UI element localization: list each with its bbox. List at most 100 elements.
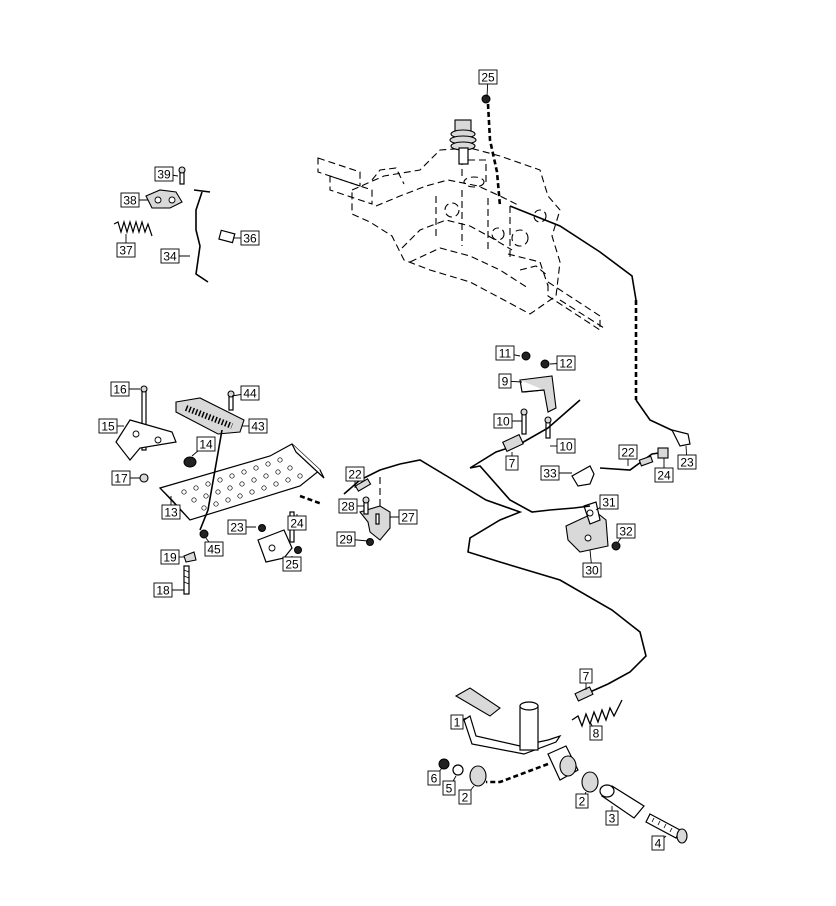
callout-box [505, 455, 519, 471]
callout-box [556, 355, 576, 371]
callout-5: 5 [442, 775, 457, 796]
nut-25-top [481, 94, 491, 104]
callout-13: 13 [161, 496, 181, 520]
cable-bracket-assembly-30 [565, 447, 669, 553]
parts-34-39 [113, 166, 236, 283]
callout-38: 38 [120, 192, 148, 208]
callout-36: 36 [234, 230, 260, 246]
connector-line [486, 103, 502, 207]
callout-number: 3 [609, 812, 616, 826]
callout-box [398, 509, 418, 525]
callout-box [196, 436, 216, 452]
callout-number: 4 [655, 837, 662, 851]
callout-10: 10 [550, 438, 576, 454]
callout-number: 24 [290, 517, 304, 531]
callout-box [493, 413, 513, 429]
callout-23: 23 [227, 519, 256, 535]
footrest-assembly [115, 385, 325, 595]
callout-number: 5 [446, 782, 453, 796]
callout-number: 30 [585, 564, 599, 578]
callout-box [618, 444, 638, 460]
callout-22: 22 [618, 444, 638, 466]
callout-number: 34 [163, 250, 177, 264]
callout-15: 15 [98, 418, 124, 434]
callout-number: 11 [499, 347, 512, 361]
callout-box [589, 725, 603, 741]
callout-number: 7 [583, 670, 590, 684]
callout-box [458, 789, 472, 805]
callout-1: 1 [450, 714, 467, 730]
callout-39: 39 [154, 166, 179, 182]
callout-number: 7 [509, 457, 516, 471]
callout-box [160, 248, 180, 264]
callout-24: 24 [654, 458, 674, 483]
callout-23: 23 [677, 445, 697, 470]
callout-number: 45 [207, 543, 221, 557]
callout-box [450, 714, 464, 730]
callout-box [248, 418, 268, 434]
callout-number: 12 [559, 357, 573, 371]
callout-number: 44 [243, 387, 257, 401]
callout-box [427, 770, 441, 786]
callout-33: 33 [540, 465, 572, 481]
callout-number: 29 [339, 533, 353, 547]
callout-number: 8 [593, 727, 600, 741]
callout-box [120, 192, 140, 208]
callout-box [204, 541, 224, 557]
callout-8: 8 [589, 721, 603, 741]
callout-number: 22 [348, 468, 362, 482]
callout-12: 12 [549, 355, 576, 371]
callout-box [240, 230, 260, 246]
cable-end [670, 429, 691, 447]
callout-box [240, 385, 260, 401]
callout-number: 23 [680, 456, 694, 470]
callout-number: 10 [559, 440, 573, 454]
callout-34: 34 [160, 248, 190, 264]
callout-9: 9 [498, 373, 523, 389]
callout-box [160, 549, 180, 565]
callout-box [227, 519, 247, 535]
callout-30: 30 [582, 549, 602, 578]
callout-number: 2 [579, 795, 586, 809]
callout-box [110, 381, 130, 397]
callout-22: 22 [345, 466, 365, 488]
callout-box [111, 470, 131, 486]
callout-25: 25 [282, 556, 302, 572]
callout-37: 37 [116, 234, 136, 258]
callout-box [540, 465, 560, 481]
callout-number: 23 [230, 521, 244, 535]
callout-number: 15 [101, 420, 115, 434]
callout-24: 24 [287, 514, 307, 531]
callout-number: 22 [621, 446, 635, 460]
callout-box [478, 69, 498, 85]
callout-43: 43 [242, 418, 268, 434]
callout-number: 27 [401, 511, 415, 525]
drive-pedal-assembly [438, 683, 688, 844]
callout-18: 18 [153, 582, 184, 598]
callout-box [116, 242, 136, 258]
control-cable-upper [635, 399, 681, 435]
callout-2: 2 [575, 791, 589, 809]
callout-box [161, 504, 181, 520]
callout-4: 4 [651, 835, 667, 851]
callout-number: 25 [285, 558, 299, 572]
cable-fitting [501, 433, 525, 453]
callout-number: 43 [251, 420, 265, 434]
callout-box [287, 515, 307, 531]
callout-6: 6 [427, 767, 443, 786]
control-cable-upper [509, 205, 637, 301]
callout-44: 44 [231, 385, 260, 401]
callout-2: 2 [458, 785, 475, 805]
callout-number: 32 [619, 525, 633, 539]
callout-box [345, 466, 365, 482]
callout-14: 14 [191, 436, 216, 457]
callout-number: 9 [502, 375, 509, 389]
callout-box [605, 810, 619, 826]
callout-32: 32 [616, 523, 636, 543]
callout-number: 10 [496, 415, 510, 429]
callout-16: 16 [110, 381, 140, 397]
main-control-cable [399, 459, 647, 685]
callout-number: 36 [243, 232, 257, 246]
